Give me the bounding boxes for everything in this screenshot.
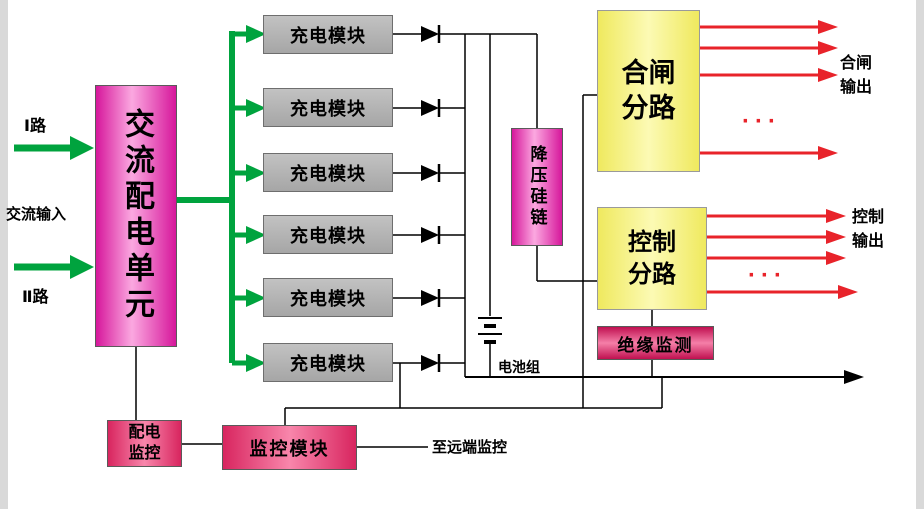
closing-output-ellipsis: ··· <box>742 108 781 135</box>
label-control-output: 控制输出 <box>852 209 885 250</box>
ac-input-arrows <box>14 136 94 279</box>
monitoring-lines <box>135 347 663 448</box>
dc-bus-lines <box>464 34 653 408</box>
dc-bus-output-arrow <box>465 370 864 384</box>
label-to-remote-monitoring: 至远端监控 <box>432 439 508 456</box>
right-edge-strip <box>916 0 924 509</box>
block-control-branch: 控制分路 <box>597 207 707 310</box>
label-path-1: Ⅰ路 <box>24 118 46 135</box>
distribution-monitor-label: 配电监控 <box>128 423 161 462</box>
control-output-ellipsis: ··· <box>748 262 787 289</box>
block-distribution-monitor: 配电监控 <box>107 420 182 467</box>
control-branch-label: 控制分路 <box>628 229 676 288</box>
block-charge-module-2: 充电模块 <box>263 88 393 127</box>
block-charge-module-1: 充电模块 <box>263 15 393 54</box>
left-edge-strip <box>0 0 8 509</box>
label-path-2: Ⅱ路 <box>22 289 49 306</box>
block-closing-branch: 合闸分路 <box>597 10 700 172</box>
label-ac-input: 交流输入 <box>6 206 67 223</box>
label-closing-output: 合闸输出 <box>840 55 873 96</box>
block-charge-module-4: 充电模块 <box>263 215 393 254</box>
green-distribution-lines <box>177 25 266 372</box>
closing-output-arrows <box>700 20 838 160</box>
block-charge-module-5: 充电模块 <box>263 278 393 317</box>
block-insulation-monitor: 绝缘监测 <box>597 326 714 360</box>
block-monitor-module: 监控模块 <box>222 425 357 470</box>
control-output-arrows <box>707 209 858 299</box>
diode-symbols <box>393 25 537 372</box>
block-ac-distribution-unit: 交流配电单元 <box>95 85 177 347</box>
label-battery-group: 电池组 <box>498 359 540 375</box>
closing-branch-label: 合闸分路 <box>621 57 676 123</box>
block-charge-module-3: 充电模块 <box>263 153 393 192</box>
block-step-down-silicon-chain: 降压硅链 <box>511 128 563 246</box>
block-charge-module-6: 充电模块 <box>263 343 393 382</box>
battery-symbol <box>478 317 502 377</box>
